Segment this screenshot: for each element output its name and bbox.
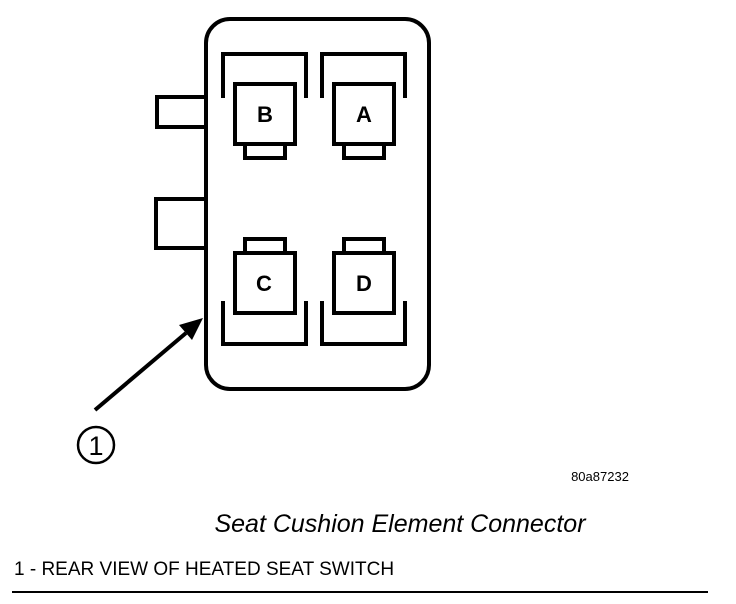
legend-divider: [12, 591, 708, 593]
pin-cavity-c: C: [221, 237, 308, 346]
pin-label-c: C: [256, 271, 272, 296]
connector-housing: [204, 17, 431, 391]
callout-arrowhead: [179, 318, 203, 340]
pin-label-d: D: [356, 271, 372, 296]
callout-leader-line: [93, 331, 188, 412]
connector-tab-upper: [155, 95, 206, 129]
pin-cavity-a: A: [320, 52, 407, 160]
pin-label-b: B: [257, 102, 273, 127]
connector-tab-lower: [154, 197, 206, 250]
figure-id: 80a87232: [571, 469, 629, 484]
callout-number: 1: [88, 431, 103, 461]
pin-cavity-b: B: [221, 52, 308, 160]
pin-label-a: A: [356, 102, 372, 127]
pin-cavity-d: D: [320, 237, 407, 346]
figure-title: Seat Cushion Element Connector: [214, 510, 586, 538]
callout-circle: [76, 425, 116, 465]
legend-item: 1 - REAR VIEW OF HEATED SEAT SWITCH: [14, 559, 395, 580]
